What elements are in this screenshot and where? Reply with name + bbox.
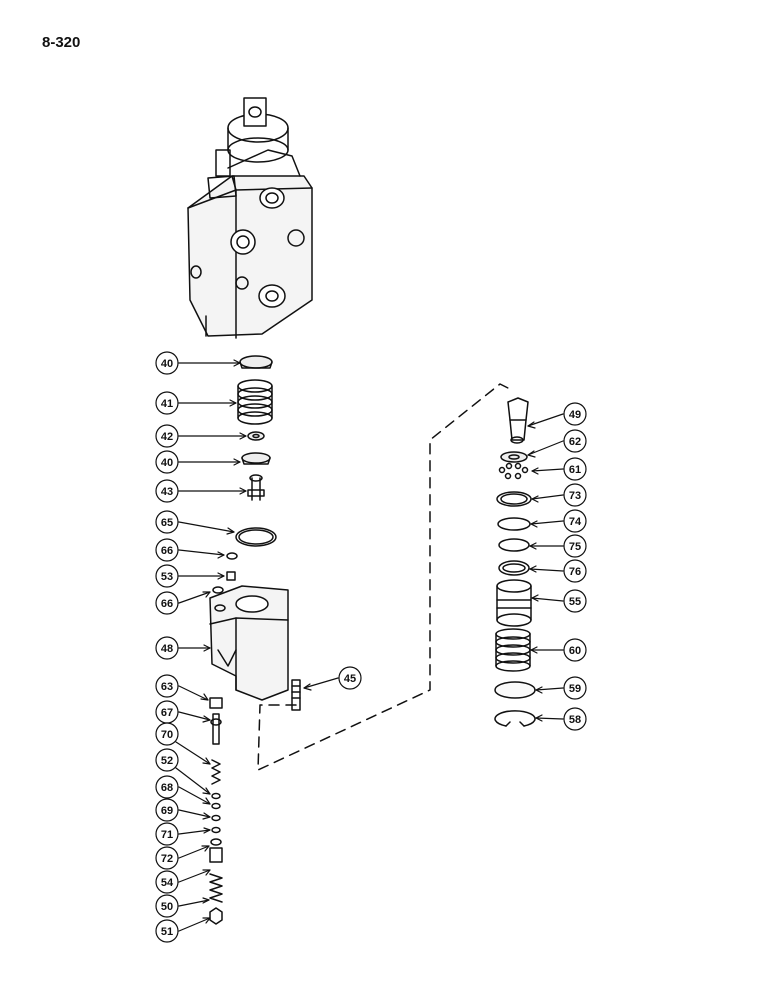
callout-balloon: 73	[531, 483, 587, 507]
svg-text:76: 76	[569, 566, 581, 578]
svg-text:70: 70	[161, 729, 173, 741]
svg-text:69: 69	[161, 805, 173, 817]
callout-balloon: 63	[155, 674, 209, 701]
callout-balloon: 66	[155, 538, 225, 562]
callout-balloon: 49	[527, 402, 587, 429]
svg-text:45: 45	[344, 673, 356, 685]
callout-balloon: 52	[155, 748, 211, 795]
svg-text:49: 49	[569, 409, 581, 421]
svg-text:50: 50	[161, 901, 173, 913]
svg-text:74: 74	[569, 516, 582, 528]
callout-balloon: 70	[155, 722, 211, 765]
svg-text:53: 53	[161, 571, 173, 583]
callout-balloon: 60	[530, 638, 587, 662]
svg-text:66: 66	[161, 545, 173, 557]
svg-text:63: 63	[161, 681, 173, 693]
svg-text:59: 59	[569, 683, 581, 695]
callout-balloon: 61	[531, 457, 587, 481]
callout-balloon: 62	[527, 429, 587, 458]
svg-text:48: 48	[161, 643, 173, 655]
callout-balloon: 51	[155, 917, 211, 943]
valve-body-illustration	[187, 97, 313, 339]
callout-balloon: 75	[529, 534, 587, 558]
callout-balloon: 71	[155, 822, 211, 846]
callout-balloon: 67	[155, 700, 211, 724]
callout-balloon: 53	[155, 564, 225, 588]
callout-balloon: 74	[530, 509, 587, 533]
svg-text:75: 75	[569, 541, 581, 553]
svg-text:62: 62	[569, 436, 581, 448]
callout-balloon: 48	[155, 636, 211, 660]
svg-text:68: 68	[161, 782, 173, 794]
svg-text:60: 60	[569, 645, 581, 657]
right-parts-illustration	[494, 397, 536, 727]
callout-balloon: 72	[155, 845, 210, 870]
callout-balloon: 69	[155, 798, 211, 822]
svg-text:73: 73	[569, 490, 581, 502]
page-number: 8-320	[42, 34, 81, 51]
svg-text:42: 42	[161, 431, 173, 443]
svg-text:40: 40	[161, 457, 173, 469]
svg-text:71: 71	[161, 829, 173, 841]
callout-balloon: 55	[531, 589, 587, 613]
svg-text:66: 66	[161, 598, 173, 610]
callout-balloon: 41	[155, 391, 237, 415]
svg-text:67: 67	[161, 707, 173, 719]
svg-text:61: 61	[569, 464, 581, 476]
callout-balloon: 68	[155, 775, 211, 805]
callouts: 40 41 42 40 43 65 66 53	[155, 351, 587, 943]
callout-balloon: 42	[155, 424, 247, 448]
callout-balloon: 76	[529, 559, 587, 583]
svg-text:55: 55	[569, 596, 581, 608]
callout-balloon: 54	[155, 869, 211, 894]
callout-balloon: 59	[535, 676, 587, 700]
svg-text:58: 58	[569, 714, 581, 726]
svg-text:54: 54	[161, 877, 174, 889]
svg-text:52: 52	[161, 755, 173, 767]
svg-text:65: 65	[161, 517, 173, 529]
callout-balloon: 58	[535, 707, 587, 731]
callout-balloon: 43	[155, 479, 247, 503]
svg-text:51: 51	[161, 926, 173, 938]
left-parts-illustration	[209, 355, 301, 925]
svg-text:41: 41	[161, 398, 173, 410]
callout-balloon: 50	[155, 894, 210, 918]
svg-text:72: 72	[161, 853, 173, 865]
callout-balloon: 66	[155, 591, 211, 615]
callout-balloon: 45	[303, 666, 362, 691]
callout-balloon: 65	[155, 510, 235, 535]
svg-text:43: 43	[161, 486, 173, 498]
svg-text:40: 40	[161, 358, 173, 370]
assembly-connector-line	[257, 383, 513, 771]
callout-balloon: 40	[155, 450, 241, 474]
callout-balloon: 40	[155, 351, 241, 375]
